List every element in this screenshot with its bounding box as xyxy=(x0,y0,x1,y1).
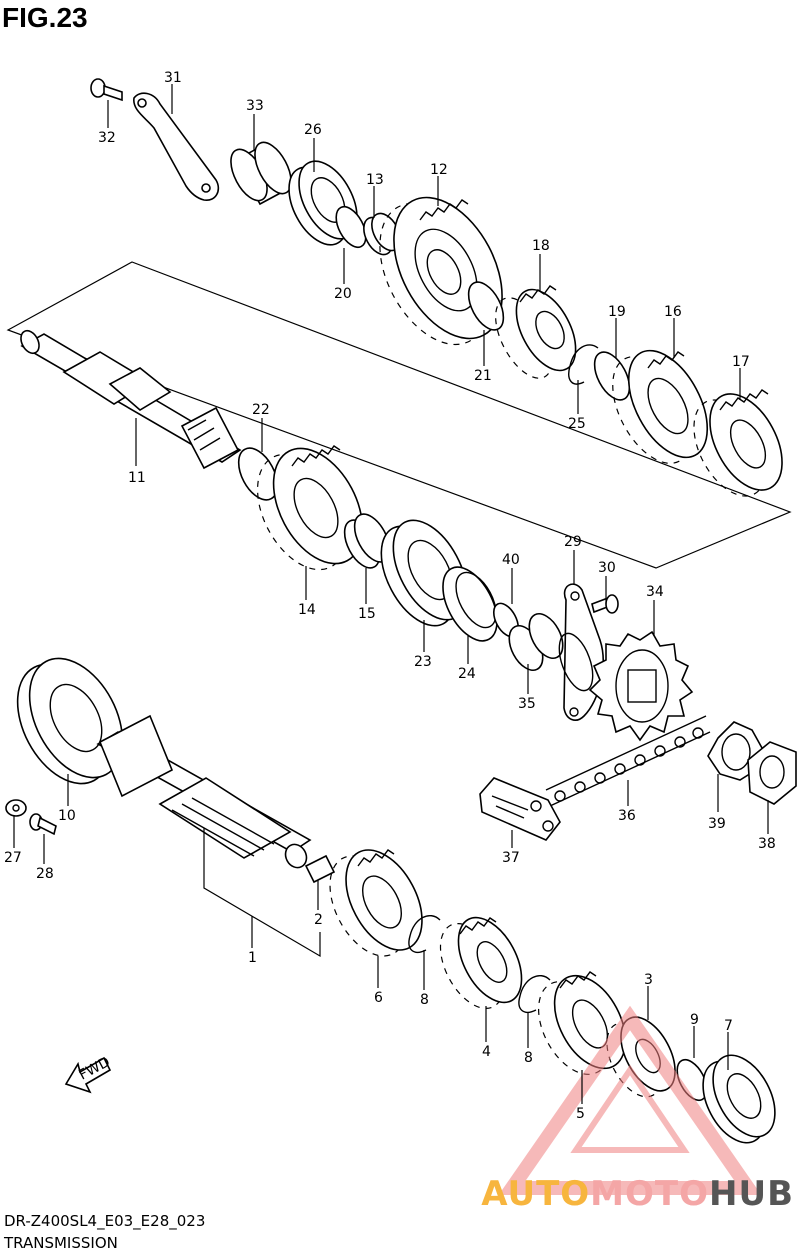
part-38-nut xyxy=(747,741,797,805)
callout-8-upper: 8 xyxy=(420,992,429,1008)
figure-code: DR-Z400SL4_E03_E28_023 xyxy=(4,1212,206,1230)
callout-24: 24 xyxy=(458,666,476,682)
callout-28: 28 xyxy=(36,866,54,882)
part-24-oil-seal xyxy=(442,566,498,642)
callout-26: 26 xyxy=(304,122,322,138)
leader-lines xyxy=(13,84,769,1104)
callout-29: 29 xyxy=(564,534,582,550)
part-6-gear xyxy=(329,849,423,957)
part-20-washer xyxy=(335,205,367,249)
callout-2: 2 xyxy=(314,912,323,928)
part-25-circlip xyxy=(568,344,599,385)
part-7-bearing xyxy=(702,1054,776,1144)
callout-19: 19 xyxy=(608,304,626,320)
watermark-part2: MOTO xyxy=(590,1174,710,1214)
callout-22: 22 xyxy=(252,402,270,418)
watermark-part3: HUB xyxy=(709,1174,794,1214)
callout-20: 20 xyxy=(334,286,352,302)
callout-4: 4 xyxy=(482,1044,491,1060)
callout-14: 14 xyxy=(298,602,316,618)
callout-39: 39 xyxy=(708,816,726,832)
callout-17: 17 xyxy=(732,354,750,370)
callout-23: 23 xyxy=(414,654,432,670)
part-37-chain-joint xyxy=(479,777,561,841)
callout-38: 38 xyxy=(758,836,776,852)
figure-title: FIG.23 xyxy=(2,2,88,33)
callout-15: 15 xyxy=(358,606,376,622)
part-21-washer xyxy=(467,281,505,331)
callout-36: 36 xyxy=(618,808,636,824)
callout-6: 6 xyxy=(374,990,383,1006)
part-19-washer xyxy=(593,351,631,401)
part-35-spacer xyxy=(508,613,564,671)
callout-11: 11 xyxy=(128,470,146,486)
part-14-gear xyxy=(256,445,364,571)
callout-37: 37 xyxy=(502,850,520,866)
part-30-bolt xyxy=(591,594,619,614)
callout-33: 33 xyxy=(246,98,264,114)
countershaft-group-box xyxy=(6,261,792,569)
part-32-screw xyxy=(90,78,123,102)
part-2-bushing xyxy=(304,854,336,884)
callout-18: 18 xyxy=(532,238,550,254)
callout-27: 27 xyxy=(4,850,22,866)
part-33-bushing xyxy=(230,141,292,206)
callout-40: 40 xyxy=(502,552,520,568)
callout-labels: 31 32 33 26 13 12 20 18 19 16 17 21 25 2… xyxy=(4,70,776,1122)
part-36-chain xyxy=(545,715,711,807)
callout-31: 31 xyxy=(164,70,182,86)
part-1-main-shaft xyxy=(96,714,312,869)
callout-30: 30 xyxy=(598,560,616,576)
callout-35: 35 xyxy=(518,696,536,712)
callout-7: 7 xyxy=(724,1018,733,1034)
part-27-plate xyxy=(5,799,27,817)
part-18-gear xyxy=(495,285,577,379)
part-10-bearing xyxy=(16,657,124,785)
forward-arrow-icon: FWD xyxy=(64,1054,113,1094)
part-11-countershaft xyxy=(20,329,242,470)
callout-32: 32 xyxy=(98,130,116,146)
callout-34: 34 xyxy=(646,584,664,600)
part-28-screw xyxy=(29,813,57,836)
callout-1: 1 xyxy=(248,950,257,966)
figure-name: TRANSMISSION xyxy=(4,1234,118,1252)
watermark-triangle-logo xyxy=(498,1005,762,1195)
callout-5: 5 xyxy=(576,1106,585,1122)
callout-21: 21 xyxy=(474,368,492,384)
callout-8-lower: 8 xyxy=(524,1050,533,1066)
callout-25: 25 xyxy=(568,416,586,432)
part-4-gear xyxy=(439,916,523,1010)
callout-13: 13 xyxy=(366,172,384,188)
callout-12: 12 xyxy=(430,162,448,178)
callout-3: 3 xyxy=(644,972,653,988)
part-16-gear xyxy=(612,349,709,464)
part-34-sprocket xyxy=(588,630,694,742)
watermark-brand: AUTOMOTOHUB xyxy=(481,1174,794,1214)
part-8-circlip-upper xyxy=(408,915,441,954)
part-26-bearing xyxy=(288,160,358,246)
watermark-part1: AUTO xyxy=(481,1174,591,1214)
part-17-gear xyxy=(693,389,783,497)
part-31-bracket xyxy=(133,92,220,201)
callout-10: 10 xyxy=(58,808,76,824)
part-8-circlip-lower xyxy=(518,975,551,1014)
callout-9: 9 xyxy=(690,1012,699,1028)
callout-16: 16 xyxy=(664,304,682,320)
